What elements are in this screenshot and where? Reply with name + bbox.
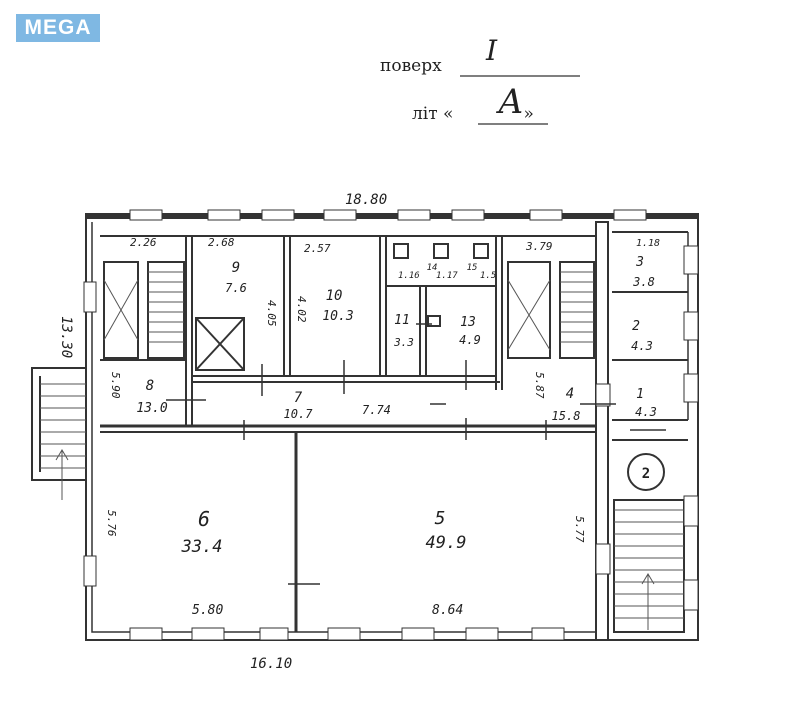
dim-8-64: 8.64 xyxy=(432,603,463,618)
svg-text:13.0: 13.0 xyxy=(136,401,167,416)
letter-underline xyxy=(478,123,548,125)
stair-treads-porch xyxy=(40,383,86,500)
room-13: 134.9 xyxy=(459,315,481,347)
svg-text:10.3: 10.3 xyxy=(322,309,353,324)
entrance-porch xyxy=(31,367,86,481)
dim-1-16: 1.16 xyxy=(398,271,420,281)
stair-west xyxy=(103,261,139,359)
svg-text:7.6: 7.6 xyxy=(225,281,247,295)
svg-text:9: 9 xyxy=(232,260,240,276)
dim-bottom-total: 16.10 xyxy=(250,656,292,672)
toilet-fixture xyxy=(393,243,409,259)
svg-text:4.3: 4.3 xyxy=(631,339,653,353)
dim-2-68: 2.68 xyxy=(208,236,235,249)
stair-marker: 2 xyxy=(642,466,650,482)
dim-left-height: 13.30 xyxy=(58,316,74,358)
dim-5-80: 5.80 xyxy=(192,603,223,618)
svg-text:15.8: 15.8 xyxy=(552,409,581,423)
dim-2-57: 2.57 xyxy=(304,242,331,255)
svg-text:3.3: 3.3 xyxy=(393,336,414,349)
toilet-fixture xyxy=(433,243,449,259)
svg-text:10: 10 xyxy=(326,288,343,304)
dim-4-02: 4.02 xyxy=(295,296,308,323)
svg-text:15: 15 xyxy=(467,263,478,273)
dim-5-76: 5.76 xyxy=(105,510,118,537)
dim-5-87: 5.87 xyxy=(533,372,546,399)
svg-text:5: 5 xyxy=(435,508,446,529)
dim-7-74: 7.74 xyxy=(362,403,391,417)
room-10: 10 10.3 xyxy=(322,288,353,324)
dim-1-5: 1.5 xyxy=(480,271,496,281)
dim-5-90: 5.90 xyxy=(109,372,122,399)
svg-text:4.9: 4.9 xyxy=(459,333,481,347)
svg-text:4: 4 xyxy=(566,386,574,402)
room-6: 633.4 xyxy=(181,507,223,557)
elevator-shaft xyxy=(195,317,245,371)
wall-right-main xyxy=(595,221,609,641)
room-9: 97.6 xyxy=(225,260,247,295)
room-4: 415.8 xyxy=(552,386,581,423)
room-7: 710.7 xyxy=(284,390,314,421)
outer-wall-top xyxy=(85,213,699,219)
svg-text:13: 13 xyxy=(460,315,476,330)
outer-wall-east xyxy=(608,214,699,641)
svg-text:11: 11 xyxy=(394,313,410,328)
stair-north-east xyxy=(613,499,685,633)
svg-text:6: 6 xyxy=(198,507,210,531)
dim-top-total: 18.80 xyxy=(345,192,387,208)
svg-text:4.3: 4.3 xyxy=(635,405,657,419)
room-15: 15 xyxy=(467,263,478,273)
stair-treads-north-east xyxy=(614,509,684,630)
svg-text:14: 14 xyxy=(427,263,438,273)
dim-5-77: 5.77 xyxy=(573,516,586,543)
room-14: 14 xyxy=(427,263,438,273)
floor-value: I xyxy=(486,34,498,67)
room-8: 813.0 xyxy=(136,378,167,416)
stair-treads-east xyxy=(507,271,594,351)
stair-treads-west xyxy=(103,271,184,343)
svg-text:2: 2 xyxy=(632,319,640,334)
room-3: 33.8 xyxy=(632,255,655,289)
dim-3-79: 3.79 xyxy=(525,240,553,253)
letter-value: А xyxy=(498,82,524,122)
room-11: 113.3 xyxy=(393,313,414,349)
sink-fixture xyxy=(427,315,441,327)
floor-underline xyxy=(460,75,580,77)
svg-text:1: 1 xyxy=(636,387,644,402)
dim-1-17: 1.17 xyxy=(436,271,458,281)
svg-text:8: 8 xyxy=(146,378,154,394)
dim-4-05: 4.05 xyxy=(265,300,278,327)
toilet-fixture xyxy=(473,243,489,259)
room-2: 24.3 xyxy=(631,319,653,353)
svg-text:3: 3 xyxy=(635,255,644,270)
stair-east xyxy=(507,261,551,359)
door-markers xyxy=(166,323,666,585)
dim-1-18: 1.18 xyxy=(636,238,660,249)
mega-logo: MEGA xyxy=(16,14,100,42)
room-5: 549.9 xyxy=(426,508,467,553)
stair-marker-circle xyxy=(627,453,665,491)
dim-2-26: 2.26 xyxy=(130,236,157,249)
floor-label: поверх xyxy=(380,56,442,76)
svg-text:10.7: 10.7 xyxy=(284,407,314,421)
svg-text:7: 7 xyxy=(294,390,303,406)
letter-label: літ «» xyxy=(412,104,534,124)
svg-text:3.8: 3.8 xyxy=(632,275,655,289)
windows xyxy=(83,209,699,641)
svg-text:33.4: 33.4 xyxy=(181,537,223,557)
room-1: 14.3 xyxy=(635,387,657,419)
svg-text:49.9: 49.9 xyxy=(426,533,467,553)
